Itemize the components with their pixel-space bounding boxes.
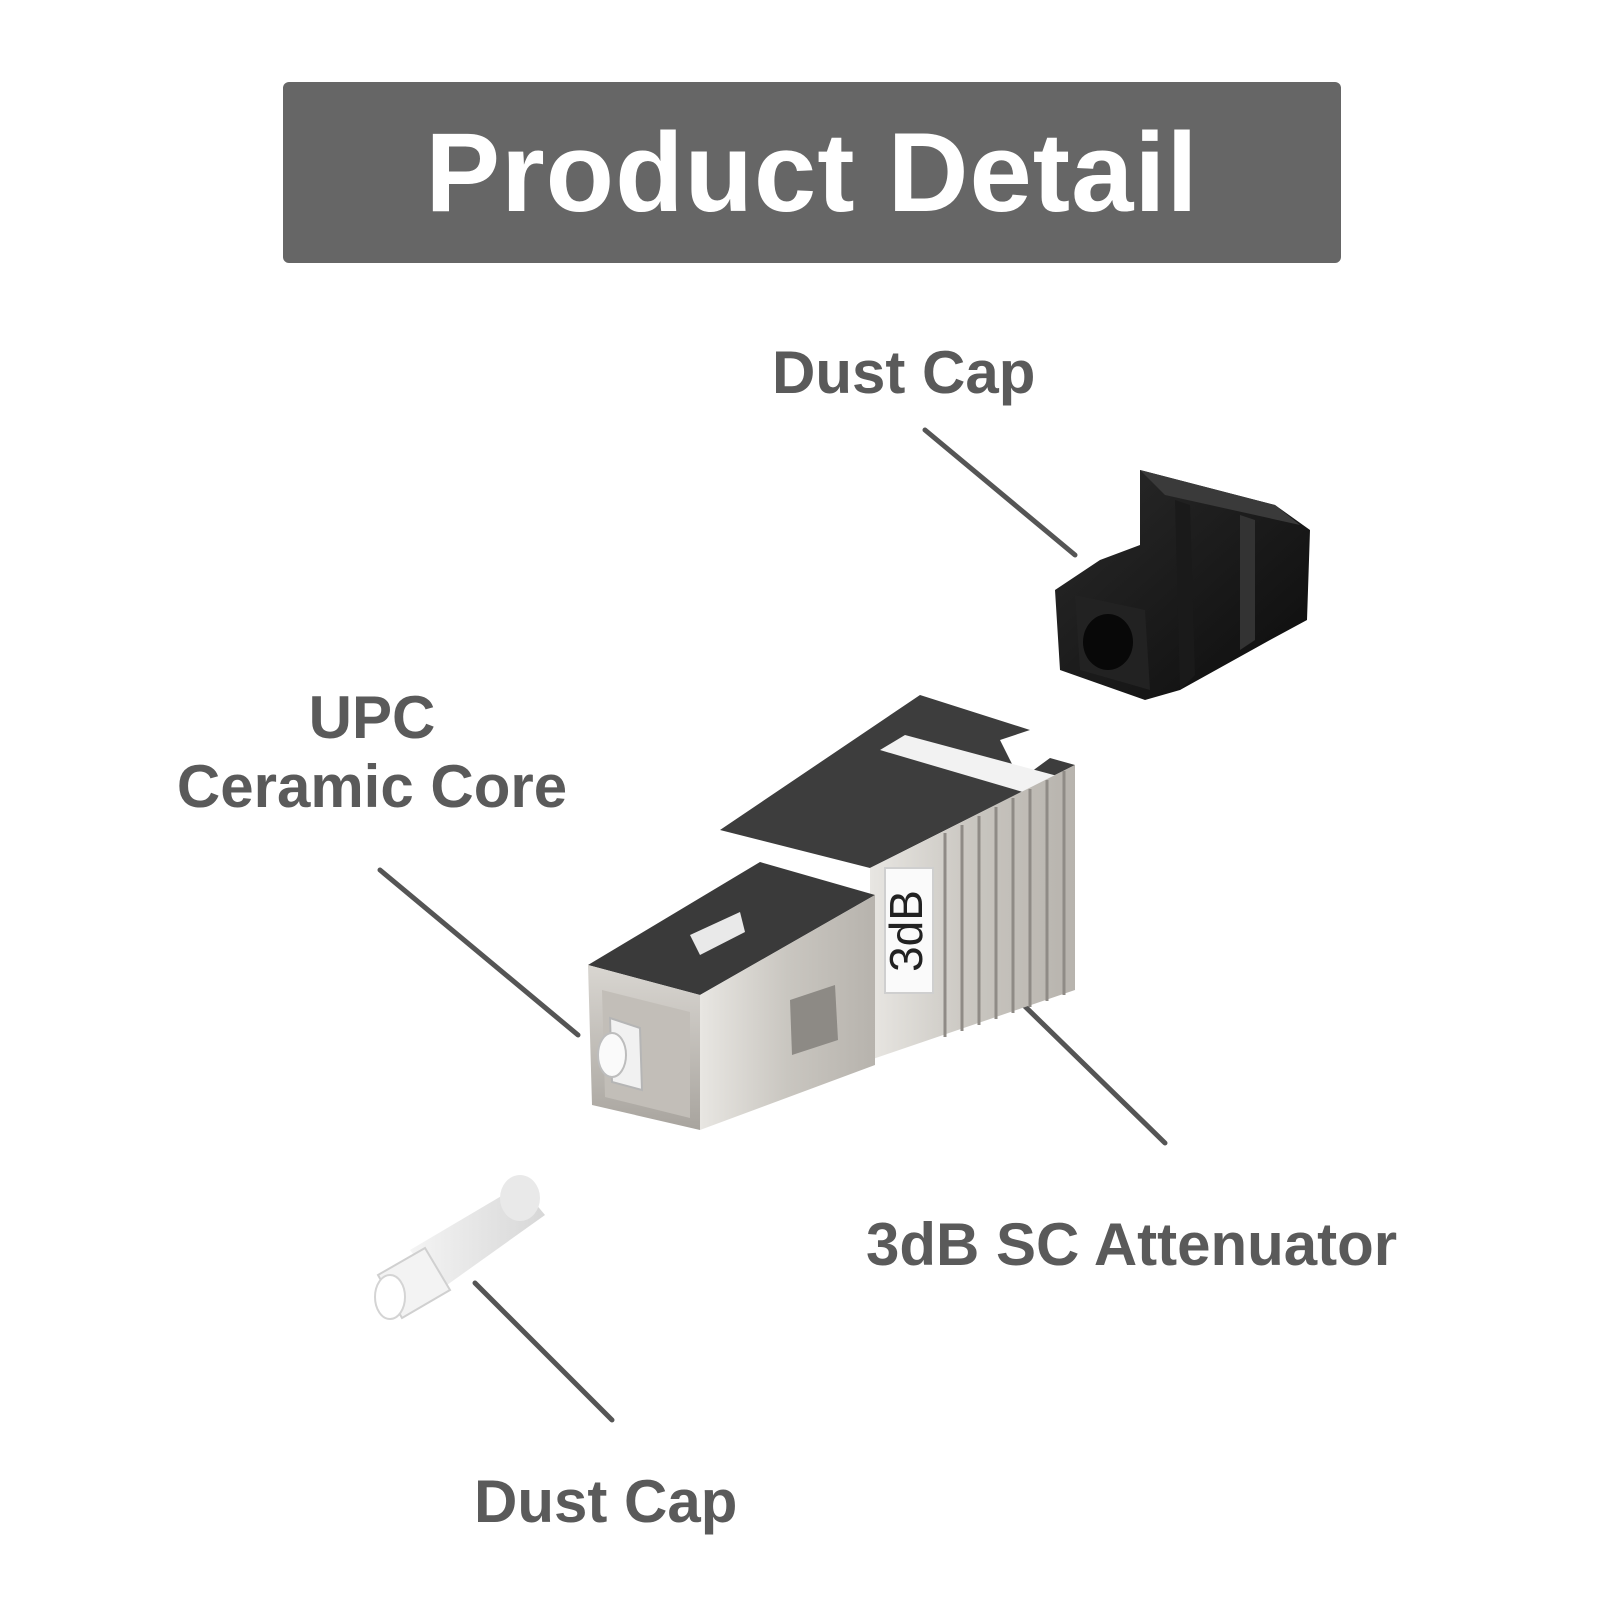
upc-label-line2: Ceramic Core [176, 753, 568, 820]
upc-ceramic-core-label: UPC Ceramic Core [150, 683, 594, 821]
white-dust-cap [374, 1175, 545, 1320]
sc-attenuator: 3dB [588, 695, 1075, 1130]
leader-line-upc [377, 867, 581, 1038]
attenuator-label: 3dB SC Attenuator [866, 1211, 1398, 1278]
grip-ribs [943, 771, 1066, 1037]
title-banner: Product Detail [283, 82, 1341, 263]
leader-line-attenuator [1000, 982, 1168, 1146]
leader-lines [377, 427, 1168, 1423]
attenuation-value-label: 3dB [880, 890, 932, 972]
dust-cap-top-label: Dust Cap [772, 339, 1036, 406]
leader-line-dust-cap-bottom [472, 1280, 615, 1423]
dust-cap-bottom-label: Dust Cap [474, 1468, 738, 1535]
leader-line-dust-cap-top [922, 427, 1078, 558]
upc-label-line1: UPC [308, 684, 436, 751]
black-dust-cap [1055, 470, 1310, 700]
page-title: Product Detail [425, 109, 1199, 235]
